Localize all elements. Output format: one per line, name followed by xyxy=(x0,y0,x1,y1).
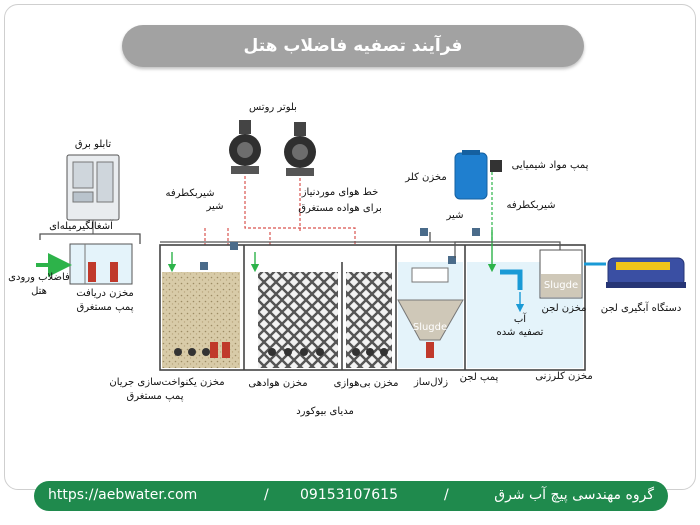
air-line-label-2: برای هواده مستغرق xyxy=(295,203,385,215)
footer-phone[interactable]: 09153107615 xyxy=(300,487,398,503)
chlorination-label: مخزن کلرزنی xyxy=(530,371,598,383)
check-valve-right-label: شیربکطرفه xyxy=(498,200,564,212)
biomedia-label: مدیای بیوکورد xyxy=(280,406,370,418)
belt-press-label: دستگاه آبگیری لجن xyxy=(590,303,692,315)
panel-label: تابلو برق xyxy=(60,139,126,151)
treatment-basin xyxy=(160,245,585,370)
receiving-tank-label-1: مخزن دریافت xyxy=(70,288,140,300)
chlorine-tank xyxy=(455,150,502,240)
chem-pump-label: پمپ مواد شیمیایی xyxy=(504,160,596,172)
blower-label: بلوتر روتس xyxy=(235,102,311,114)
footer-company: گروه مهندسی پیچ آب شرق xyxy=(494,487,654,503)
inlet-label-2: هتل xyxy=(6,286,72,298)
treated-water-label-2: تصفیه شده xyxy=(488,327,552,339)
check-valve-left-label: شیربکطرفه xyxy=(160,188,220,200)
anoxic-label: مخزن بی‌هوازی xyxy=(326,378,406,390)
valve-right-label: شیر xyxy=(440,210,470,222)
clarifier-sludge-text: Slugde xyxy=(402,322,458,334)
roots-blower-icon xyxy=(229,120,316,176)
sludge-tank-text: Slugde xyxy=(533,280,589,292)
equalization-label-2: پمپ مستغرق xyxy=(110,391,200,403)
treated-water-label-1: آب xyxy=(500,314,540,326)
grease-trap-label: آشغالگیرمیله‌ای xyxy=(36,221,126,233)
receiving-tank-label-2: پمپ مستغرق xyxy=(70,302,140,314)
inlet-label-1: فاضلاب ورودی xyxy=(6,272,72,284)
sludge-pump-label: پمپ لجن xyxy=(452,372,506,384)
footer-website[interactable]: https://aebwater.com xyxy=(48,487,197,503)
footer-separator-1: / xyxy=(444,487,449,503)
footer-bar: گروه مهندسی پیچ آب شرق / 09153107615 / h… xyxy=(34,481,668,511)
aeration-label: مخزن هوادهی xyxy=(240,378,316,390)
receiving-tank xyxy=(70,244,132,284)
clarifier-label: زلال‌ساز xyxy=(404,377,458,389)
footer-separator-2: / xyxy=(264,487,269,503)
sludge-tank-label: مخزن لجن xyxy=(538,303,590,315)
valve-left-label: شیر xyxy=(200,201,230,213)
chlorine-tank-label: مخزن کلر xyxy=(400,172,452,184)
belt-press-icon xyxy=(584,258,686,288)
equalization-label-1: مخزن یکنواخت‌سازی جریان xyxy=(92,377,242,389)
air-line-label-1: خط هوای موردنیاز xyxy=(295,187,385,199)
